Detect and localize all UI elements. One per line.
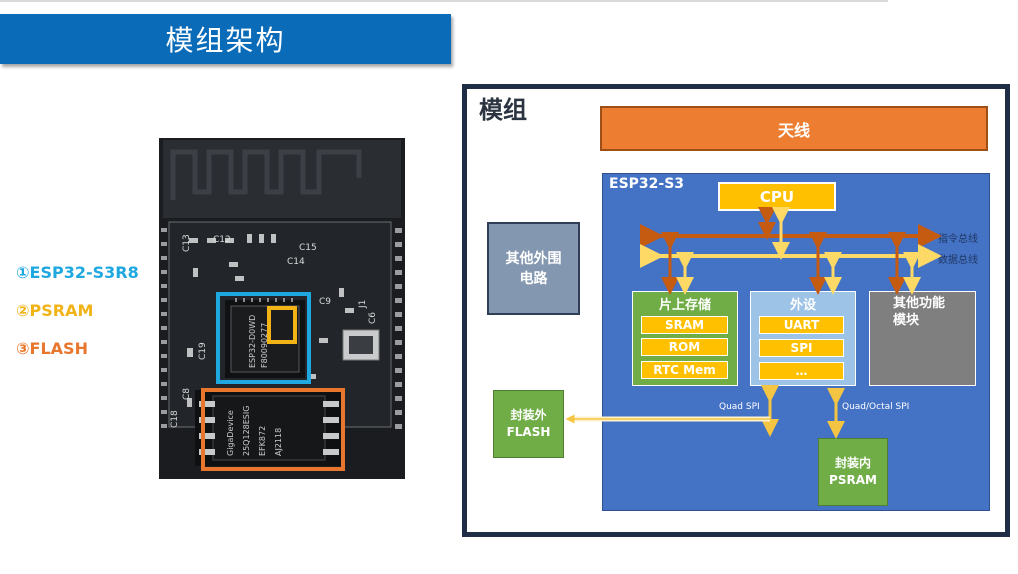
flash-marking-4: AJ2118 [274,428,283,456]
quad-octal-spi-label: Quad/Octal SPI [842,402,910,412]
label-c18: C18 [170,410,180,428]
psram-highlight-box [267,306,297,344]
other-modules-group [869,291,976,386]
antenna-block: 天线 [600,106,988,151]
esp32-s3-label: ESP32-S3 [609,176,685,192]
external-flash-line2: FLASH [506,425,551,439]
other-modules-title: 其他功能模块 [893,295,945,329]
flash-highlight-box [201,388,345,471]
other-modules-line1: 其他功能 [893,296,946,311]
module-photo: C12 C13 C15 C9 C19 C8 C6 C18 C14 J1 ESP3… [159,138,405,479]
spi-item: SPI [759,339,844,357]
module-photo-drawing: C12 C13 C15 C9 C19 C8 C6 C18 C14 J1 ESP3… [159,138,405,479]
more-peripherals-item: … [759,362,844,380]
label-c19: C19 [198,342,208,360]
chip-marking-1: ESP32-D0WD [248,315,257,368]
flash-marking-2: 25Q128ESIG [242,406,251,456]
peripherals-title: 外设 [789,297,816,313]
label-c14: C14 [287,257,305,267]
flash-marking-3: EFK872 [258,426,267,456]
chip-marking-2: F80090277 [260,323,269,368]
label-c13: C13 [182,234,192,252]
peripheral-circuit-line2: 电路 [519,270,548,287]
external-flash-block: 封装外 FLASH [493,390,564,458]
data-bus-label: 数据总线 [938,255,978,266]
label-c9: C9 [319,297,331,307]
esp32-highlight-box [216,292,311,384]
uart-item: UART [759,316,844,334]
other-modules-line2: 模块 [893,313,920,328]
external-flash-line1: 封装外 [510,408,547,422]
top-divider-line [0,0,888,2]
internal-psram-line2: PSRAM [829,473,877,487]
label-j1: J1 [358,300,368,309]
rtc-mem-item: RTC Mem [641,361,728,379]
internal-psram-block: 封装内 PSRAM [818,438,888,506]
label-c12: C12 [213,235,231,245]
label-c8: C8 [182,388,192,400]
legend-esp32: ①ESP32-S3R8 [16,263,139,282]
instruction-bus-label: 指令总线 [938,234,978,245]
quad-spi-label: Quad SPI [719,402,760,412]
onchip-storage-title: 片上存储 [658,297,711,313]
module-label: 模组 [479,96,527,124]
flash-marking-1: GigaDevice [226,410,235,456]
slide-title: 模组架构 [0,14,451,64]
sram-item: SRAM [641,316,728,334]
rom-item: ROM [641,338,728,356]
legend-psram: ②PSRAM [16,301,94,320]
peripheral-circuit-block: 其他外围电路 [487,222,580,315]
internal-psram-line1: 封装内 [834,456,871,470]
cpu-block: CPU [718,182,836,211]
legend-flash: ③FLASH [16,339,88,358]
label-c6: C6 [368,312,378,324]
label-c15: C15 [299,243,317,253]
peripheral-circuit-line1: 其他外围 [505,250,562,267]
